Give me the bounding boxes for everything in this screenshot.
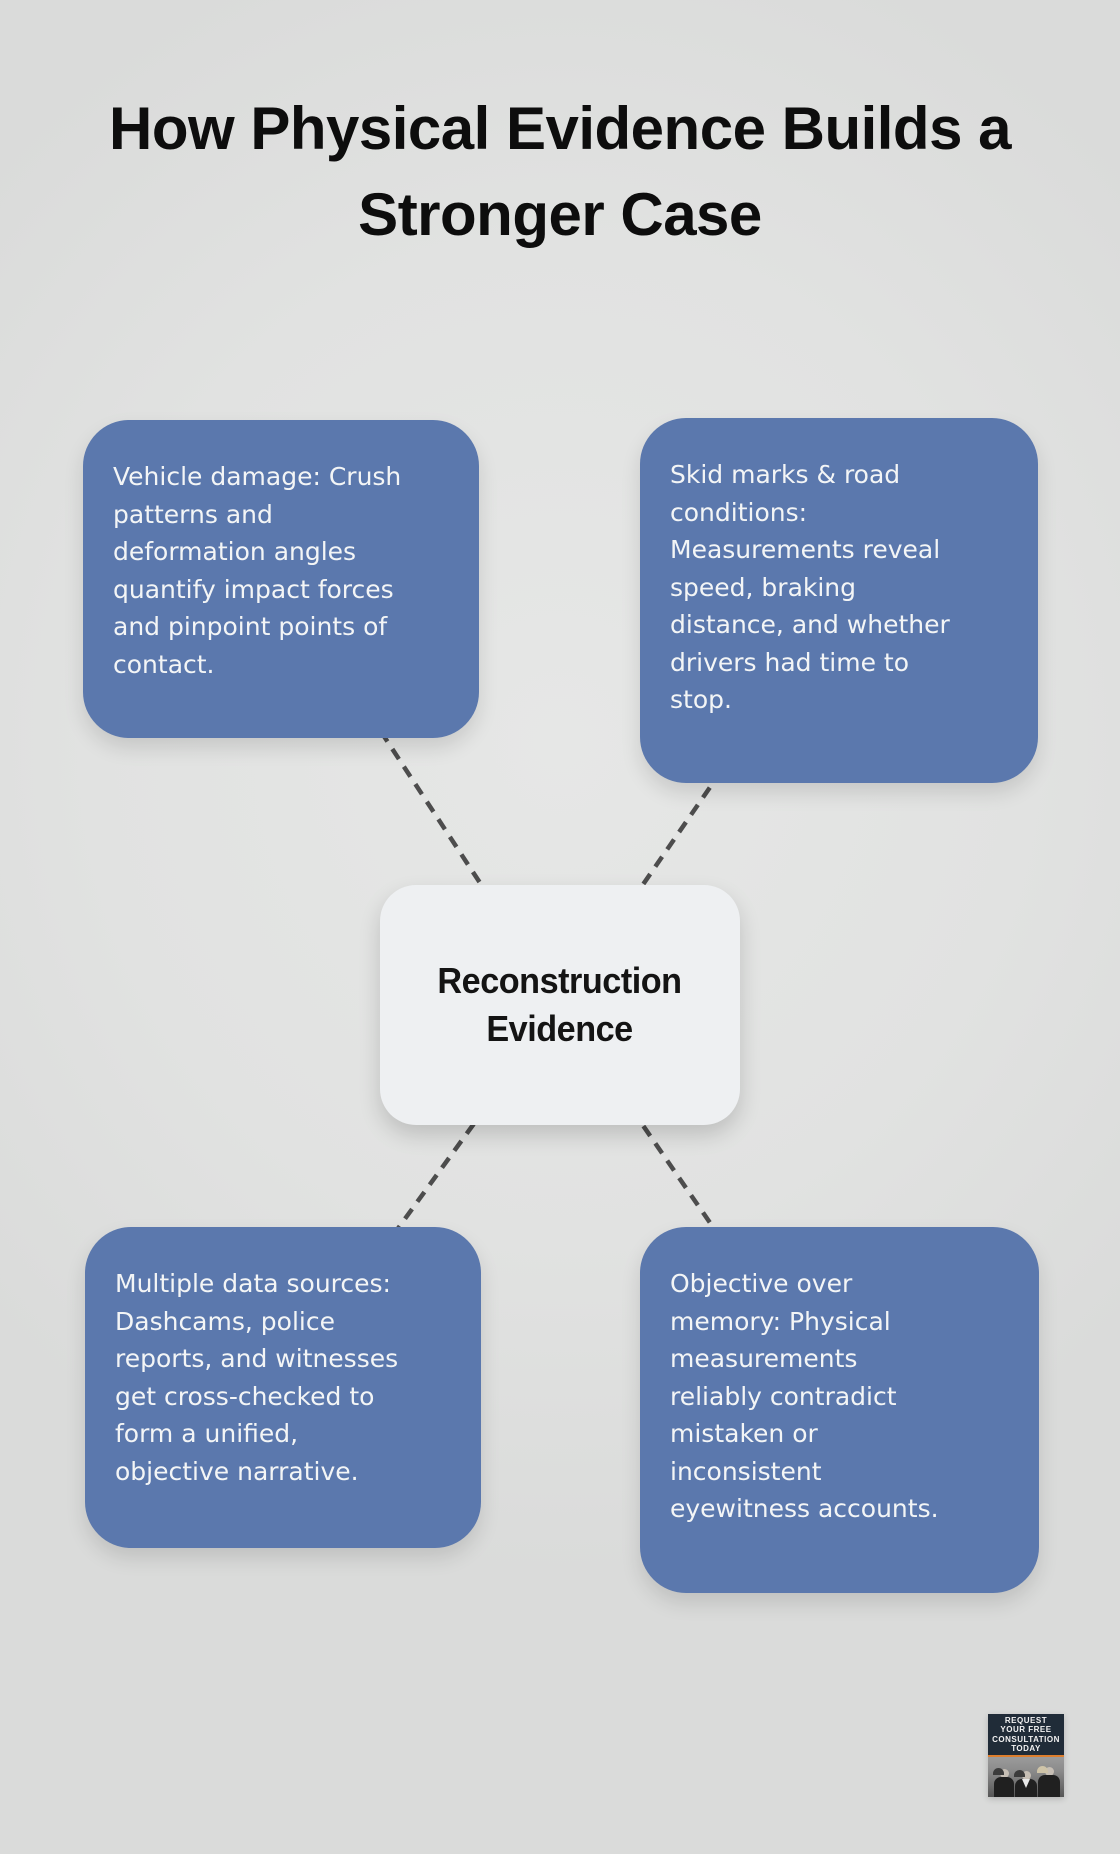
node-objective-over-memory: Objective over memory: Physical measurem… <box>640 1227 1039 1593</box>
node-vehicle-damage: Vehicle damage: Crush patterns and defor… <box>83 420 479 738</box>
node-multiple-data-sources: Multiple data sources: Dashcams, police … <box>85 1227 481 1548</box>
badge-orange-divider <box>988 1755 1064 1757</box>
consultation-badge-header: REQUEST YOUR FREE CONSULTATION TODAY <box>988 1714 1064 1755</box>
connector-bottom-left <box>281 1003 562 1389</box>
person-silhouette <box>1037 1766 1060 1797</box>
consultation-badge-text: REQUEST YOUR FREE CONSULTATION TODAY <box>992 1715 1060 1754</box>
center-node-label: Reconstruction Evidence <box>437 960 683 1049</box>
person-silhouette <box>993 1768 1014 1797</box>
center-node: Reconstruction Evidence <box>380 885 740 1125</box>
node-skid-marks: Skid marks & road conditions: Measuremen… <box>640 418 1038 783</box>
consultation-badge[interactable]: REQUEST YOUR FREE CONSULTATION TODAY <box>988 1714 1064 1797</box>
page-title: How Physical Evidence Builds a Stronger … <box>109 95 1012 248</box>
person-silhouette <box>1014 1770 1037 1797</box>
attorneys-photo <box>988 1757 1064 1797</box>
